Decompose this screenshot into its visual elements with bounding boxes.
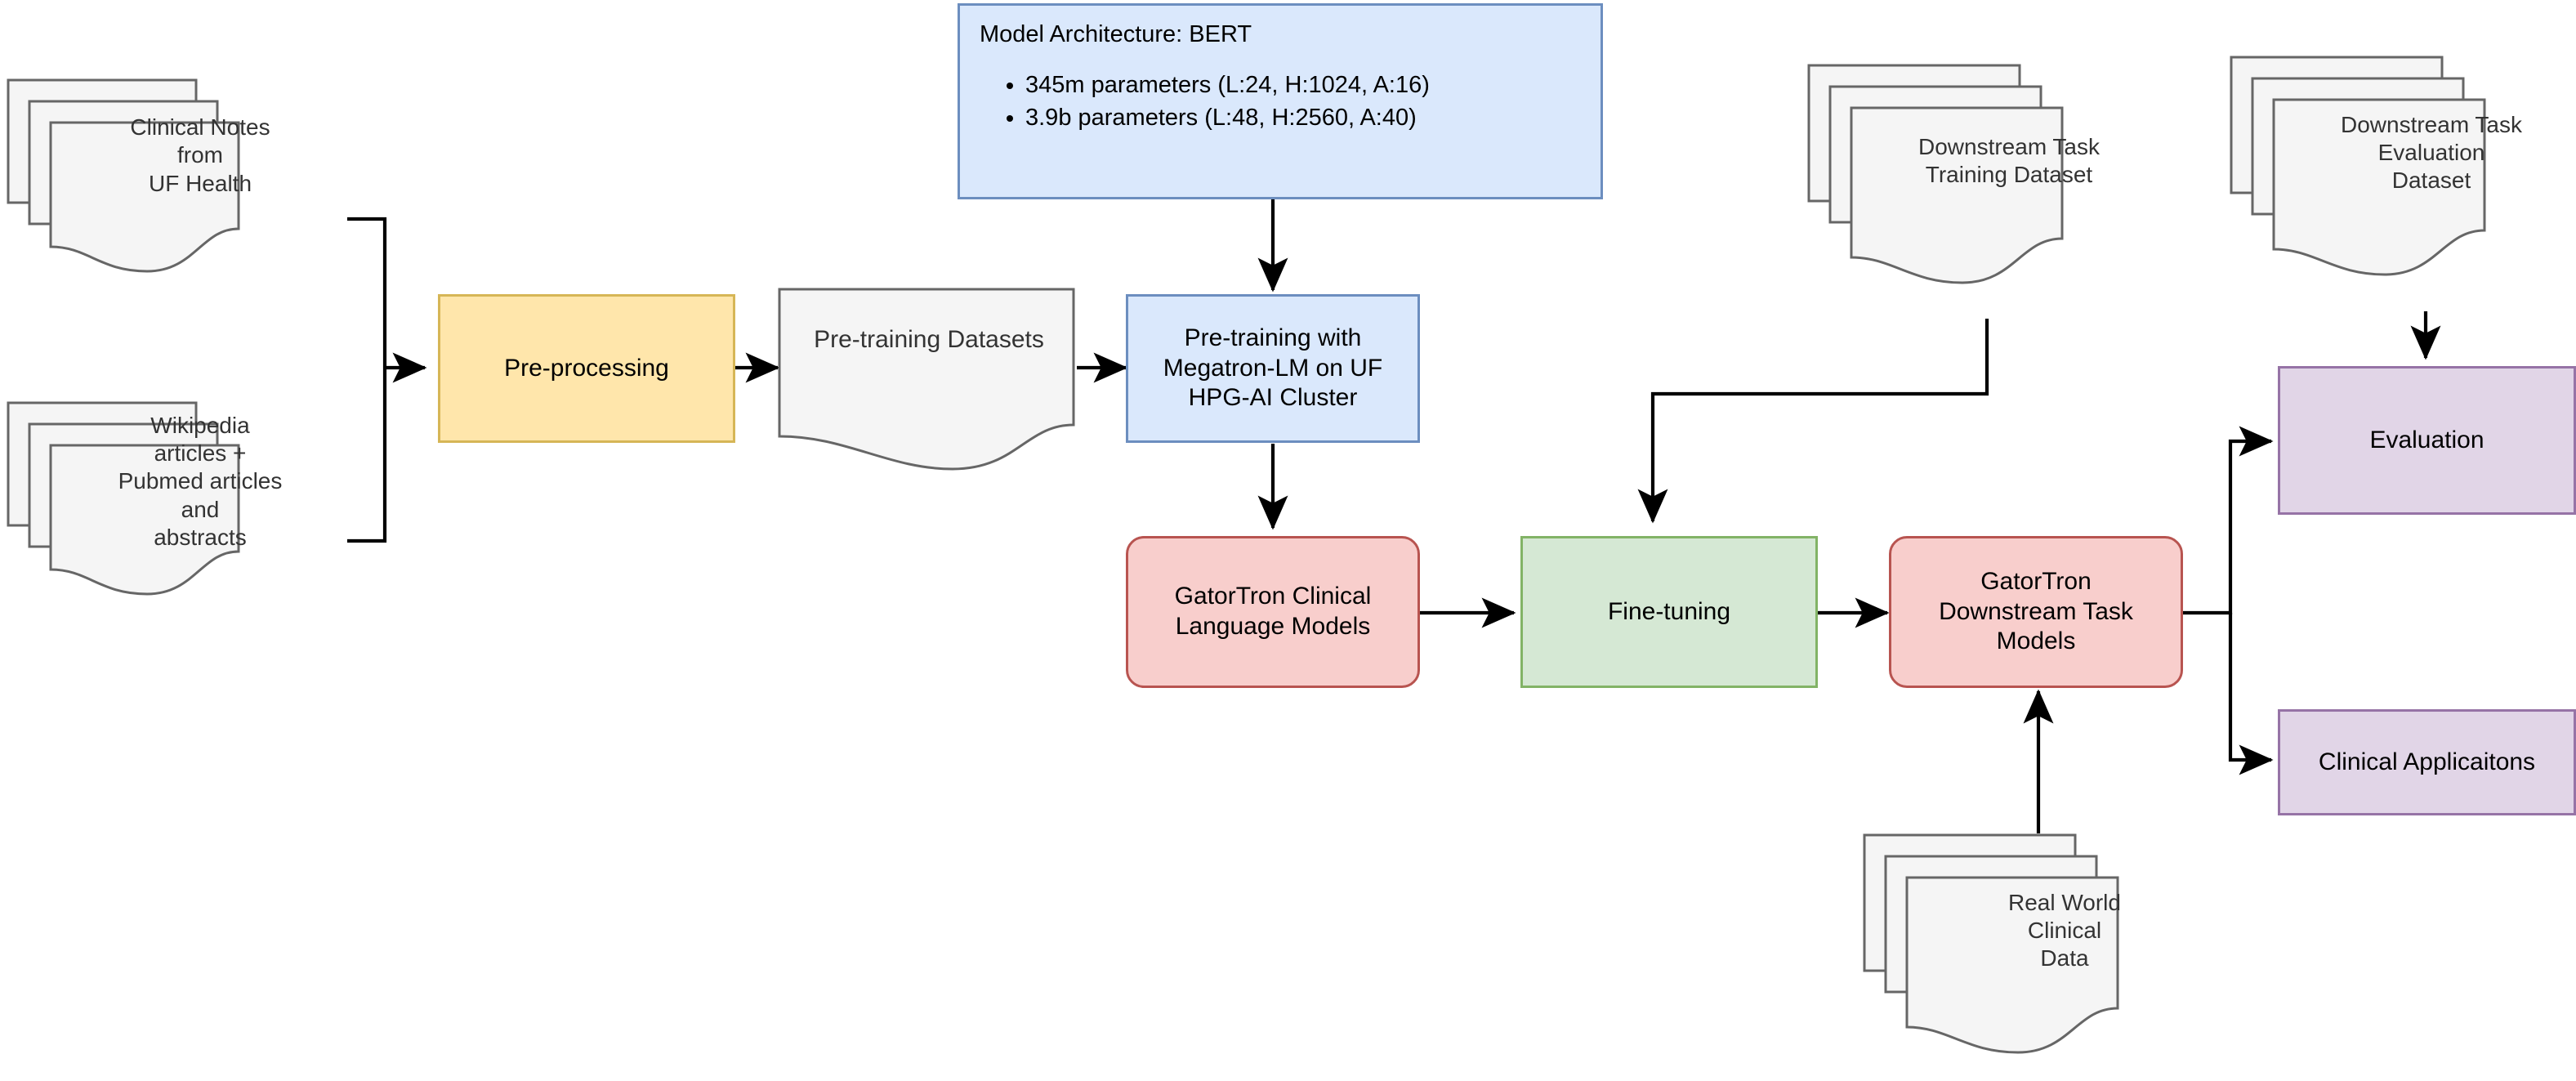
node-model-architecture-title: Model Architecture: BERT: [980, 21, 1252, 47]
node-downstream-training-dataset[interactable]: Downstream Task Training Dataset: [1807, 64, 2167, 309]
node-pretraining-datasets-label: Pre-training Datasets: [814, 326, 1044, 354]
edge-wikipedia-to-preprocessing: [347, 368, 387, 543]
node-clinical-applications-label: Clinical Applicaitons: [2318, 748, 2536, 775]
node-real-world-data-label: Real World Clinical Data: [2008, 889, 2121, 972]
node-finetuning[interactable]: Fine-tuning: [1520, 536, 1818, 688]
multi-document-shape: [2230, 56, 2486, 276]
node-gatortron-downstream[interactable]: GatorTron Downstream Task Models: [1889, 536, 2183, 688]
node-downstream-eval-dataset-label: Downstream Task Evaluation Dataset: [2340, 111, 2522, 194]
bullet-item: 3.9b parameters (L:48, H:2560, A:40): [1025, 103, 1581, 132]
node-pretraining-label: Pre-training with Megatron-LM on UF HPG-…: [1163, 324, 1383, 412]
node-clinical-notes-label: Clinical Notes from UF Health: [130, 114, 270, 196]
node-evaluation-label: Evaluation: [2369, 426, 2484, 453]
edge-downstream-models-to-evaluation: [2183, 426, 2274, 615]
multi-document-shape: [1807, 64, 2064, 284]
node-clinical-applications[interactable]: Clinical Applicaitons: [2278, 709, 2576, 815]
node-gatortron-clm-label: GatorTron Clinical Language Models: [1174, 583, 1372, 640]
node-gatortron-downstream-label: GatorTron Downstream Task Models: [1939, 568, 2133, 655]
node-real-world-data[interactable]: Real World Clinical Data: [1863, 833, 2222, 1079]
node-preprocessing-label: Pre-processing: [504, 354, 669, 382]
edge-training-dataset-to-finetuning: [1637, 319, 1989, 524]
node-evaluation[interactable]: Evaluation: [2278, 366, 2576, 515]
node-wikipedia-pubmed-label: Wikipedia articles + Pubmed articles and…: [118, 413, 283, 550]
edge-clinical-notes-to-preprocessing: [347, 217, 387, 368]
node-model-architecture[interactable]: Model Architecture: BERT 345m parameters…: [958, 3, 1603, 199]
node-finetuning-label: Fine-tuning: [1607, 597, 1731, 625]
node-wikipedia-pubmed[interactable]: Wikipedia articles + Pubmed articles and…: [7, 380, 350, 596]
node-pretraining-datasets[interactable]: Pre-training Datasets: [778, 288, 1080, 471]
node-downstream-training-dataset-label: Downstream Task Training Dataset: [1917, 133, 2100, 187]
node-model-architecture-bullets: 345m parameters (L:24, H:1024, A:16) 3.9…: [980, 70, 1581, 133]
bullet-item: 345m parameters (L:24, H:1024, A:16): [1025, 70, 1581, 100]
node-pretraining[interactable]: Pre-training with Megatron-LM on UF HPG-…: [1126, 294, 1420, 443]
node-clinical-notes[interactable]: Clinical Notes from UF Health: [7, 57, 350, 274]
node-gatortron-clm[interactable]: GatorTron Clinical Language Models: [1126, 536, 1420, 688]
edge-downstream-models-to-clinical-apps: [2228, 613, 2274, 775]
multi-document-shape: [1863, 833, 2119, 1054]
document-shape: [778, 288, 1075, 471]
node-preprocessing[interactable]: Pre-processing: [438, 294, 735, 443]
multi-document-shape: [7, 401, 240, 596]
multi-document-shape: [7, 78, 240, 273]
node-downstream-eval-dataset[interactable]: Downstream Task Evaluation Dataset: [2230, 56, 2576, 301]
